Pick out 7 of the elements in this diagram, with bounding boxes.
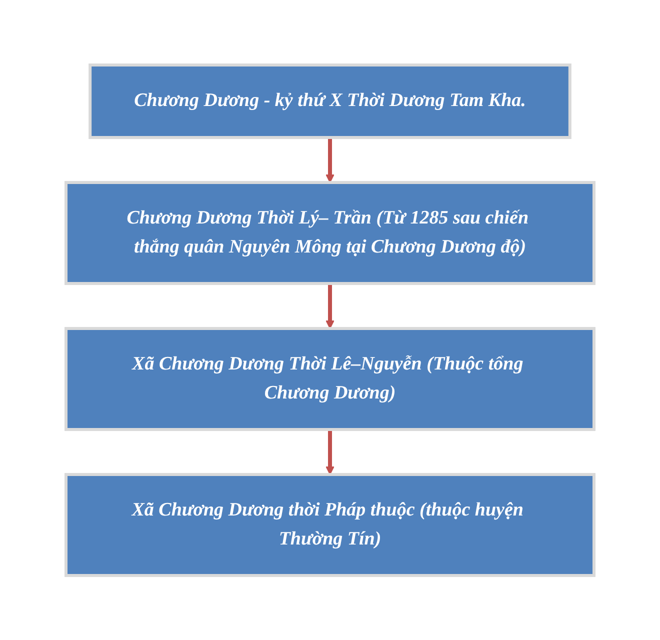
node-box: Xã Chương Dương Thời Lê–Nguyễn (Thuộc tổng Chương Dương): [64, 326, 596, 431]
node-box: Chương Dương - kỷ thứ X Thời Dương Tam Kha.: [88, 63, 572, 139]
arrow: [326, 283, 334, 329]
arrow: [326, 429, 334, 475]
node-box: Chương Dương Thời Lý– Trần (Từ 1285 sau chiến thắng quân Nguyên Mông tại Chương Dương độ): [64, 180, 596, 285]
arrow: [326, 137, 334, 183]
node-box: Xã Chương Dương thời Pháp thuộc (thuộc huyện Thường Tín): [64, 472, 596, 577]
